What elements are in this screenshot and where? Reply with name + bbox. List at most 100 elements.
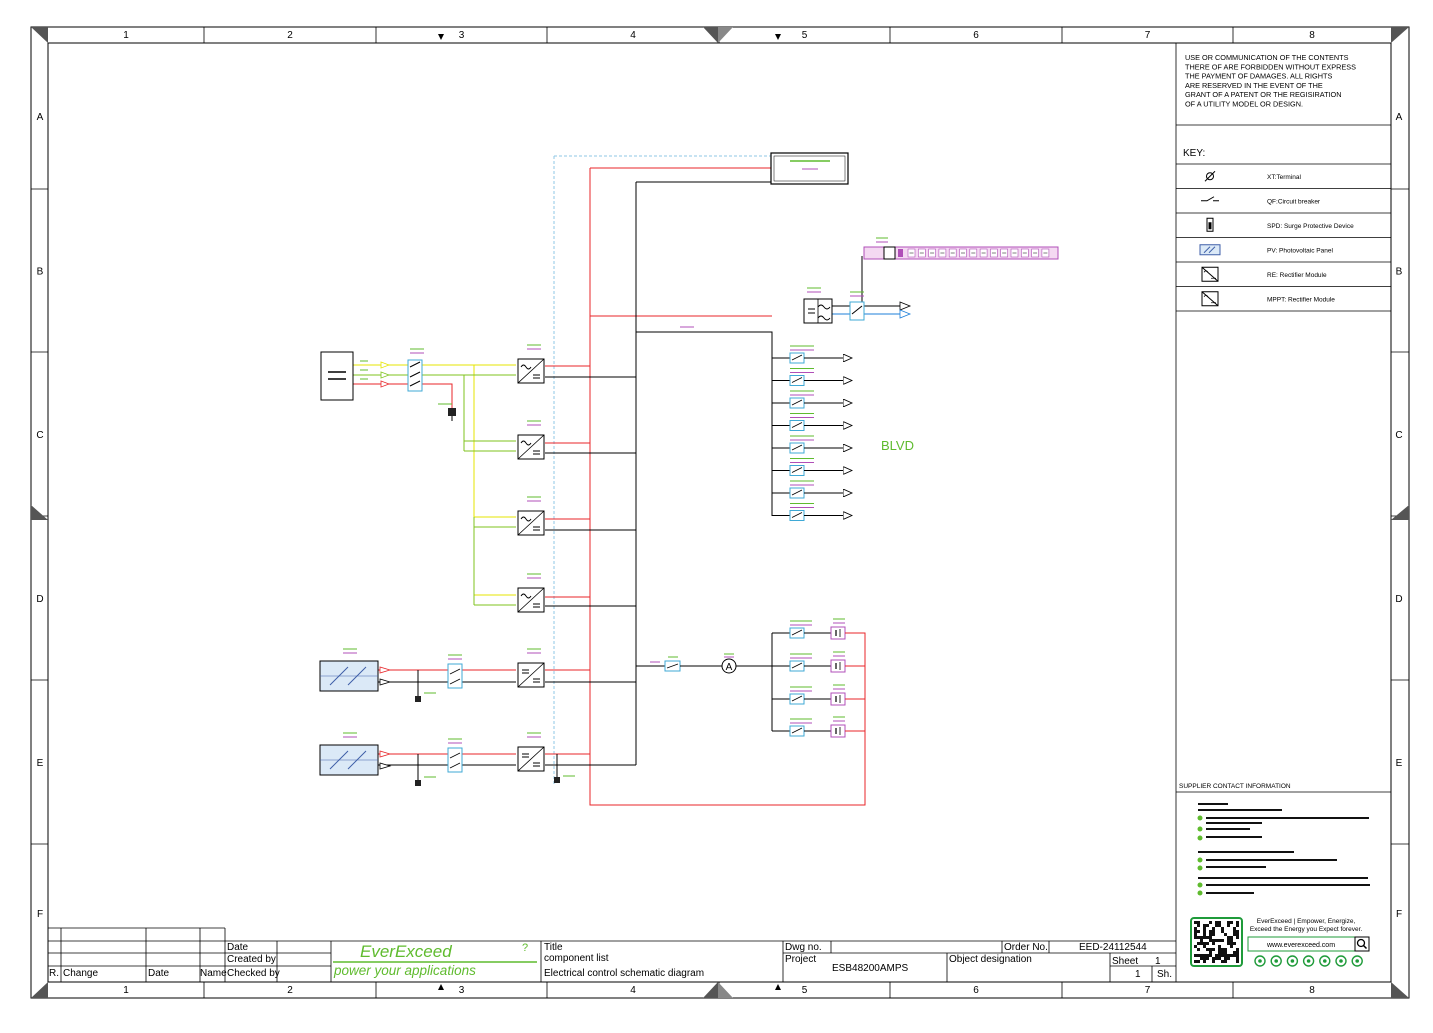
svg-text:A: A [726, 662, 733, 673]
component-tags [343, 287, 864, 744]
supplier-contact: SUPPLIER CONTACT INFORMATION [1176, 783, 1391, 967]
svg-text:?: ? [522, 942, 528, 954]
monitoring-controller[interactable] [770, 152, 849, 185]
rectifier-module-4 [517, 587, 545, 613]
project-label: Project [785, 954, 816, 965]
rectifier-icon [1201, 266, 1219, 282]
column-label-bottom-1: 1 [123, 985, 129, 996]
rectifier-module-3 [517, 510, 545, 536]
circuit-breaker-icon [1201, 196, 1219, 202]
checked-by-label: Checked by [227, 968, 280, 979]
terminal-icon [1204, 170, 1216, 182]
ammeter-icon: A [721, 653, 737, 674]
key-item-label: XT:Terminal [1267, 174, 1302, 181]
row-label-right-B: B [1396, 267, 1403, 278]
row-label-right-E: E [1396, 758, 1403, 769]
shunt [650, 656, 722, 672]
rev-label: R. [49, 968, 59, 979]
ac-input-breaker [407, 359, 423, 392]
schematic-diagram: A BLVD [319, 152, 1059, 806]
mppt-module-2 [517, 746, 545, 772]
title-label: Title [544, 942, 563, 953]
key-title: KEY: [1183, 148, 1205, 159]
load-breaker-8 [772, 510, 852, 521]
notice-panel: USE OR COMMUNICATION OF THE CONTENTSTHER… [1175, 43, 1391, 982]
dc-converter [803, 298, 833, 324]
battery-branch-1 [772, 626, 852, 640]
notice-line: OF A UTILITY MODEL OR DESIGN. [1185, 100, 1303, 109]
column-label-top-7: 7 [1145, 30, 1151, 41]
linkedin-icon[interactable] [1270, 955, 1282, 967]
row-label-left-A: A [37, 112, 44, 123]
blvd-load-breakers [772, 352, 852, 521]
column-label-top-5: 5 [802, 30, 808, 41]
column-label-bottom-4: 4 [630, 985, 636, 996]
pv-panel-icon [1199, 244, 1221, 256]
row-label-left-F: F [37, 909, 43, 920]
change-label: Change [63, 968, 98, 979]
supplier-title: SUPPLIER CONTACT INFORMATION [1179, 783, 1291, 790]
key-item-label: SPD: Surge Protective Device [1267, 223, 1354, 230]
qr-code-icon [1190, 917, 1243, 967]
date-row-label: Date [227, 942, 249, 953]
wiring [353, 155, 910, 806]
instagram-icon[interactable] [1319, 955, 1331, 967]
column-label-bottom-6: 6 [973, 985, 979, 996]
key-item-label: PV: Photovoltaic Panel [1267, 247, 1333, 254]
battery-branches [772, 626, 852, 738]
pinterest-icon[interactable] [1351, 955, 1363, 967]
sheet-label: Sheet [1112, 956, 1138, 967]
title-block: R. Change Date Name Date Created by Chec… [48, 927, 1176, 982]
column-label-bottom-3: 3 [459, 985, 465, 996]
blvd-label: BLVD [881, 438, 914, 453]
rectifier-module-2 [517, 434, 545, 460]
notice-line: THERE OF ARE FORBIDDEN WITHOUT EXPRESS [1185, 62, 1356, 71]
order-no-value: EED-24112544 [1079, 942, 1147, 953]
rectifier-module-1 [517, 358, 545, 384]
logo-name: EverExceed [360, 942, 452, 961]
social-icons [1254, 955, 1363, 967]
redacted-contact-details [1198, 803, 1370, 894]
title-line-1: component list [544, 953, 609, 964]
column-label-top-1: 1 [123, 30, 129, 41]
load-breaker-3 [772, 397, 852, 409]
contact-icons [1197, 815, 1203, 896]
battery-branch-3 [772, 692, 852, 706]
search-icon[interactable] [1354, 936, 1370, 952]
row-label-left-C: C [36, 430, 43, 441]
rectifier-modules [517, 358, 545, 772]
converter-output-breaker [849, 301, 865, 321]
notice-line: GRANT OF A PATENT OR THE REGISIRATION [1185, 90, 1342, 99]
whatsapp-icon[interactable] [1335, 955, 1347, 967]
column-label-top-6: 6 [973, 30, 979, 41]
load-breaker-4 [772, 420, 852, 431]
date-col-label: Date [148, 968, 170, 979]
column-label-bottom-5: 5 [802, 985, 808, 996]
mppt-module-1 [517, 662, 545, 688]
title-line-2: Electrical control schematic diagram [544, 968, 704, 979]
youtube-icon[interactable] [1302, 955, 1315, 967]
project-value: ESB48200AMPS [832, 963, 908, 974]
ground-symbol [448, 408, 456, 421]
pv-panel-2 [319, 744, 463, 786]
column-label-top-2: 2 [287, 30, 293, 41]
key-item-label: MPPT: Rectifier Module [1267, 296, 1335, 303]
sheets-total: 1 [1135, 969, 1141, 980]
row-label-right-D: D [1395, 594, 1402, 605]
slogan-line-1: EverExceed | Empower, Energize, [1257, 918, 1356, 925]
column-label-top-4: 4 [630, 30, 636, 41]
facebook-icon[interactable] [1254, 955, 1266, 967]
notice-line: ARE RESERVED IN THE EVENT OF THE [1185, 81, 1323, 90]
key-item-label: RE: Rectifier Module [1267, 272, 1327, 279]
column-label-top-8: 8 [1309, 30, 1315, 41]
object-designation-label: Object designation [949, 954, 1032, 965]
spd-icon [1206, 217, 1214, 232]
ac-mains-source [320, 351, 354, 401]
twitter-icon[interactable] [1286, 955, 1299, 967]
key-item-label: QF:Circuit breaker [1267, 198, 1321, 205]
load-breaker-7 [772, 487, 852, 499]
website-link[interactable]: www.everexceed.com [1266, 942, 1335, 949]
